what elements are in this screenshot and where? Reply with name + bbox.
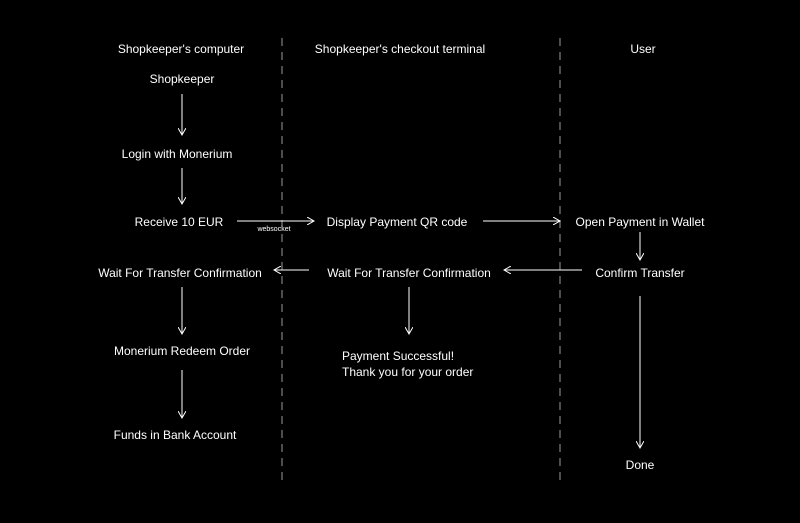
lane-header-user: User: [630, 42, 656, 56]
websocket-label: websocket: [257, 226, 291, 233]
node-shopkeeper: Shopkeeper: [149, 72, 215, 86]
node-confirm-transfer: Confirm Transfer: [595, 266, 685, 280]
lane-header-terminal: Shopkeeper's checkout terminal: [314, 42, 486, 56]
node-computer-wait-confirmation: Wait For Transfer Confirmation: [98, 266, 262, 280]
payment-successful-line2: Thank you for your order: [342, 365, 474, 379]
payment-successful-line1: Payment Successful!: [342, 349, 455, 363]
lane-header-computer: Shopkeeper's computer: [117, 42, 245, 56]
node-display-payment-qr: Display Payment QR code: [326, 215, 468, 229]
node-terminal-wait-confirmation: Wait For Transfer Confirmation: [327, 266, 491, 280]
node-monerium-redeem-order: Monerium Redeem Order: [113, 344, 251, 358]
node-open-payment-in-wallet: Open Payment in Wallet: [575, 215, 705, 229]
node-funds-in-bank-account: Funds in Bank Account: [113, 428, 237, 442]
node-payment-successful: Payment Successful! Thank you for your o…: [342, 348, 473, 380]
node-login-with-monerium: Login with Monerium: [121, 147, 233, 161]
node-receive-10-eur: Receive 10 EUR: [134, 215, 224, 229]
node-done: Done: [625, 458, 655, 472]
